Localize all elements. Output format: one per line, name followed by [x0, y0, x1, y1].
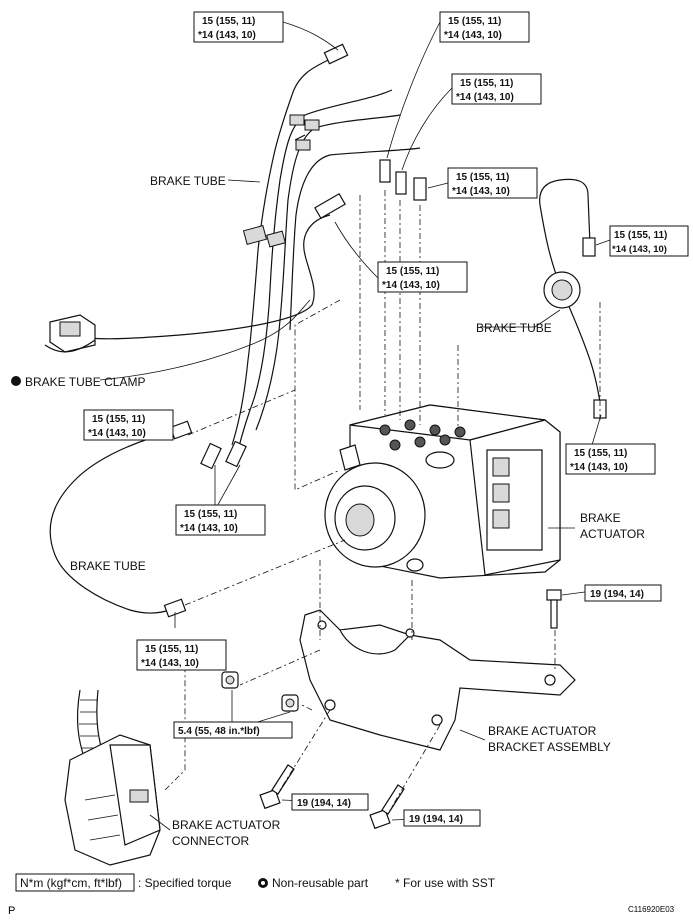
torque-label-b2: 5.4 (55, 48 in.*lbf) [173, 721, 293, 739]
torque-label-t10: 15 (155, 11) *14 (143, 10) [136, 639, 227, 671]
torque-label-b1: 19 (194, 14) [584, 584, 662, 602]
legend-non-reusable: Non-reusable part [272, 876, 369, 890]
label-connector-line2: CONNECTOR [172, 834, 249, 848]
svg-text:19 (194, 14): 19 (194, 14) [409, 814, 463, 825]
torque-label-b4: 19 (194, 14) [403, 809, 481, 827]
tube-clip-2 [266, 230, 286, 248]
svg-text:*14 (143, 10): *14 (143, 10) [456, 92, 514, 103]
torque-label-t4: 15 (155, 11) *14 (143, 10) [447, 167, 538, 199]
label-brake-tube-clamp: BRAKE TUBE CLAMP [25, 375, 145, 389]
svg-text:5.4 (55, 48 in.*lbf): 5.4 (55, 48 in.*lbf) [178, 726, 260, 737]
bolt-left [259, 788, 281, 810]
svg-text:15 (155, 11): 15 (155, 11) [386, 266, 439, 277]
upper-flare-nuts [200, 43, 427, 470]
brake-actuator-part [324, 404, 561, 579]
svg-text:*14 (143, 10): *14 (143, 10) [88, 428, 146, 439]
label-brake-tube-left: BRAKE TUBE [70, 559, 146, 573]
torque-label-b3: 19 (194, 14) [291, 793, 369, 811]
figure-code: C116920E03 [628, 905, 675, 914]
svg-text:15 (155, 11): 15 (155, 11) [614, 230, 667, 241]
svg-text:*14 (143, 10): *14 (143, 10) [570, 462, 628, 473]
svg-text:15 (155, 11): 15 (155, 11) [184, 509, 237, 520]
bracket-assembly-part [299, 609, 576, 751]
label-connector-line1: BRAKE ACTUATOR [172, 818, 281, 832]
label-brake-tube-upper: BRAKE TUBE [150, 174, 226, 188]
svg-text:*14 (143, 10): *14 (143, 10) [180, 523, 238, 534]
tube-clip-4 [304, 119, 320, 131]
svg-text:15 (155, 11): 15 (155, 11) [448, 16, 501, 27]
svg-text:*14 (143, 10): *14 (143, 10) [198, 30, 256, 41]
svg-text:19 (194, 14): 19 (194, 14) [297, 798, 351, 809]
torque-label-t9: 15 (155, 11) *14 (143, 10) [175, 504, 266, 536]
label-bracket-line2: BRACKET ASSEMBLY [488, 740, 611, 754]
legend-units: N*m (kgf*cm, ft*lbf) [20, 876, 122, 890]
svg-text:15 (155, 11): 15 (155, 11) [456, 172, 509, 183]
bolt-right-head [546, 589, 562, 601]
legend-sst: * For use with SST [395, 876, 496, 890]
label-brake-actuator-line2: ACTUATOR [580, 527, 645, 541]
right-brake-tube [539, 178, 607, 419]
svg-text:19 (194, 14): 19 (194, 14) [590, 589, 644, 600]
label-brake-actuator-line1: BRAKE [580, 511, 621, 525]
torque-label-t6: 15 (155, 11) *14 (143, 10) [609, 225, 689, 257]
svg-text:*14 (143, 10): *14 (143, 10) [141, 658, 199, 669]
svg-text:15 (155, 11): 15 (155, 11) [460, 78, 513, 89]
label-brake-tube-right: BRAKE TUBE [476, 321, 552, 335]
bolt-center [369, 808, 391, 830]
svg-text:15 (155, 11): 15 (155, 11) [92, 414, 145, 425]
svg-text:*14 (143, 10): *14 (143, 10) [612, 244, 667, 255]
svg-text:*14 (143, 10): *14 (143, 10) [452, 186, 510, 197]
label-bracket-line1: BRAKE ACTUATOR [488, 724, 597, 738]
torque-label-t1: 15 (155, 11) *14 (143, 10) [193, 11, 284, 43]
upper-brake-tube-bundle [89, 54, 421, 453]
torque-label-t7: 15 (155, 11) *14 (143, 10) [565, 443, 656, 475]
bolts-and-nuts [221, 589, 562, 830]
non-reusable-bullet-icon [11, 376, 21, 386]
torque-label-t5: 15 (155, 11) *14 (143, 10) [377, 261, 468, 293]
left-brake-tube [49, 420, 193, 618]
tube-clip-3 [289, 114, 305, 126]
leader-lines [99, 21, 611, 831]
tube-clip-1 [242, 225, 268, 245]
svg-text:15 (155, 11): 15 (155, 11) [145, 644, 198, 655]
torque-label-t3: 15 (155, 11) *14 (143, 10) [451, 73, 542, 105]
legend: N*m (kgf*cm, ft*lbf) : Specified torque … [15, 873, 496, 892]
legend-units-desc: : Specified torque [138, 876, 232, 890]
legend-units-box [15, 873, 135, 892]
torque-label-t8: 15 (155, 11) *14 (143, 10) [83, 409, 174, 441]
brake-actuator-connector-part [64, 689, 161, 866]
tube-clip-5 [295, 139, 311, 151]
footer-p: P [8, 905, 15, 917]
svg-text:*14 (143, 10): *14 (143, 10) [444, 30, 502, 41]
svg-text:15 (155, 11): 15 (155, 11) [574, 448, 627, 459]
torque-label-t2: 15 (155, 11) *14 (143, 10) [439, 11, 530, 43]
svg-text:15 (155, 11): 15 (155, 11) [202, 16, 255, 27]
svg-text:*14 (143, 10): *14 (143, 10) [382, 280, 440, 291]
brake-tube-clamp-part [44, 314, 96, 353]
